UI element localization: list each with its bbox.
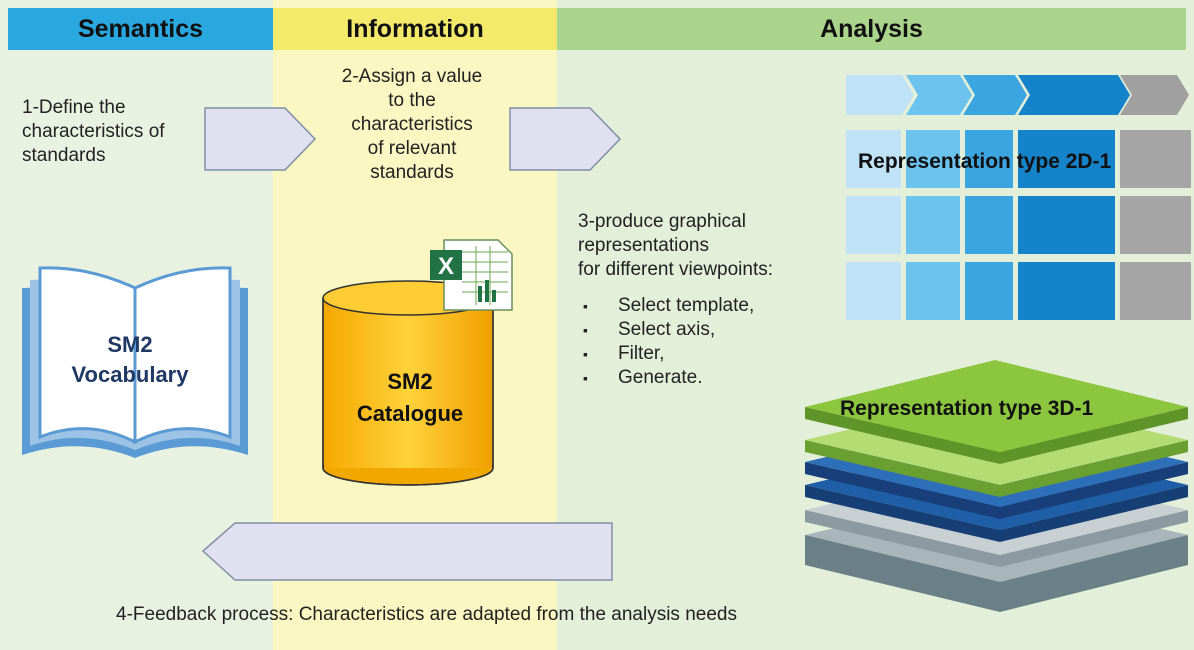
open-book-icon — [22, 266, 248, 458]
database-cylinder-icon — [322, 280, 494, 486]
semantics-header: Semantics — [8, 8, 273, 50]
arrow-step1-to-step2 — [204, 107, 317, 171]
step2-text: 2-Assign a value to the characteristics … — [341, 66, 483, 183]
representation-2d-grid — [846, 130, 1191, 320]
step3-bullet-list: Select template, Select axis, Filter, Ge… — [578, 294, 754, 390]
representation-2d-label: Representation type 2D-1 — [858, 150, 1112, 173]
chevron-row — [846, 75, 1189, 115]
svg-text:X: X — [438, 253, 454, 280]
step3-text: 3-produce graphical representations for … — [578, 211, 774, 280]
bullet-item-select-template: Select template, — [578, 294, 754, 318]
feedback-arrow — [201, 522, 613, 581]
step1-text: 1-Define the characteristics of standard… — [22, 97, 165, 166]
catalogue-label: SM2 Catalogue — [356, 369, 464, 426]
excel-spreadsheet-icon: X — [430, 239, 513, 311]
bullet-item-generate: Generate. — [578, 366, 754, 390]
step4-feedback-text: 4-Feedback process: Characteristics are … — [116, 604, 737, 625]
bullet-item-filter: Filter, — [578, 342, 754, 366]
representation-3d-label: Representation type 3D-1 — [840, 397, 1094, 420]
analysis-header: Analysis — [557, 8, 1186, 50]
information-header: Information — [273, 8, 557, 50]
representation-3d-layers — [805, 360, 1188, 612]
vocabulary-label: SM2 Vocabulary — [71, 332, 189, 387]
arrow-step2-to-step3 — [509, 107, 622, 171]
bullet-item-select-axis: Select axis, — [578, 318, 754, 342]
